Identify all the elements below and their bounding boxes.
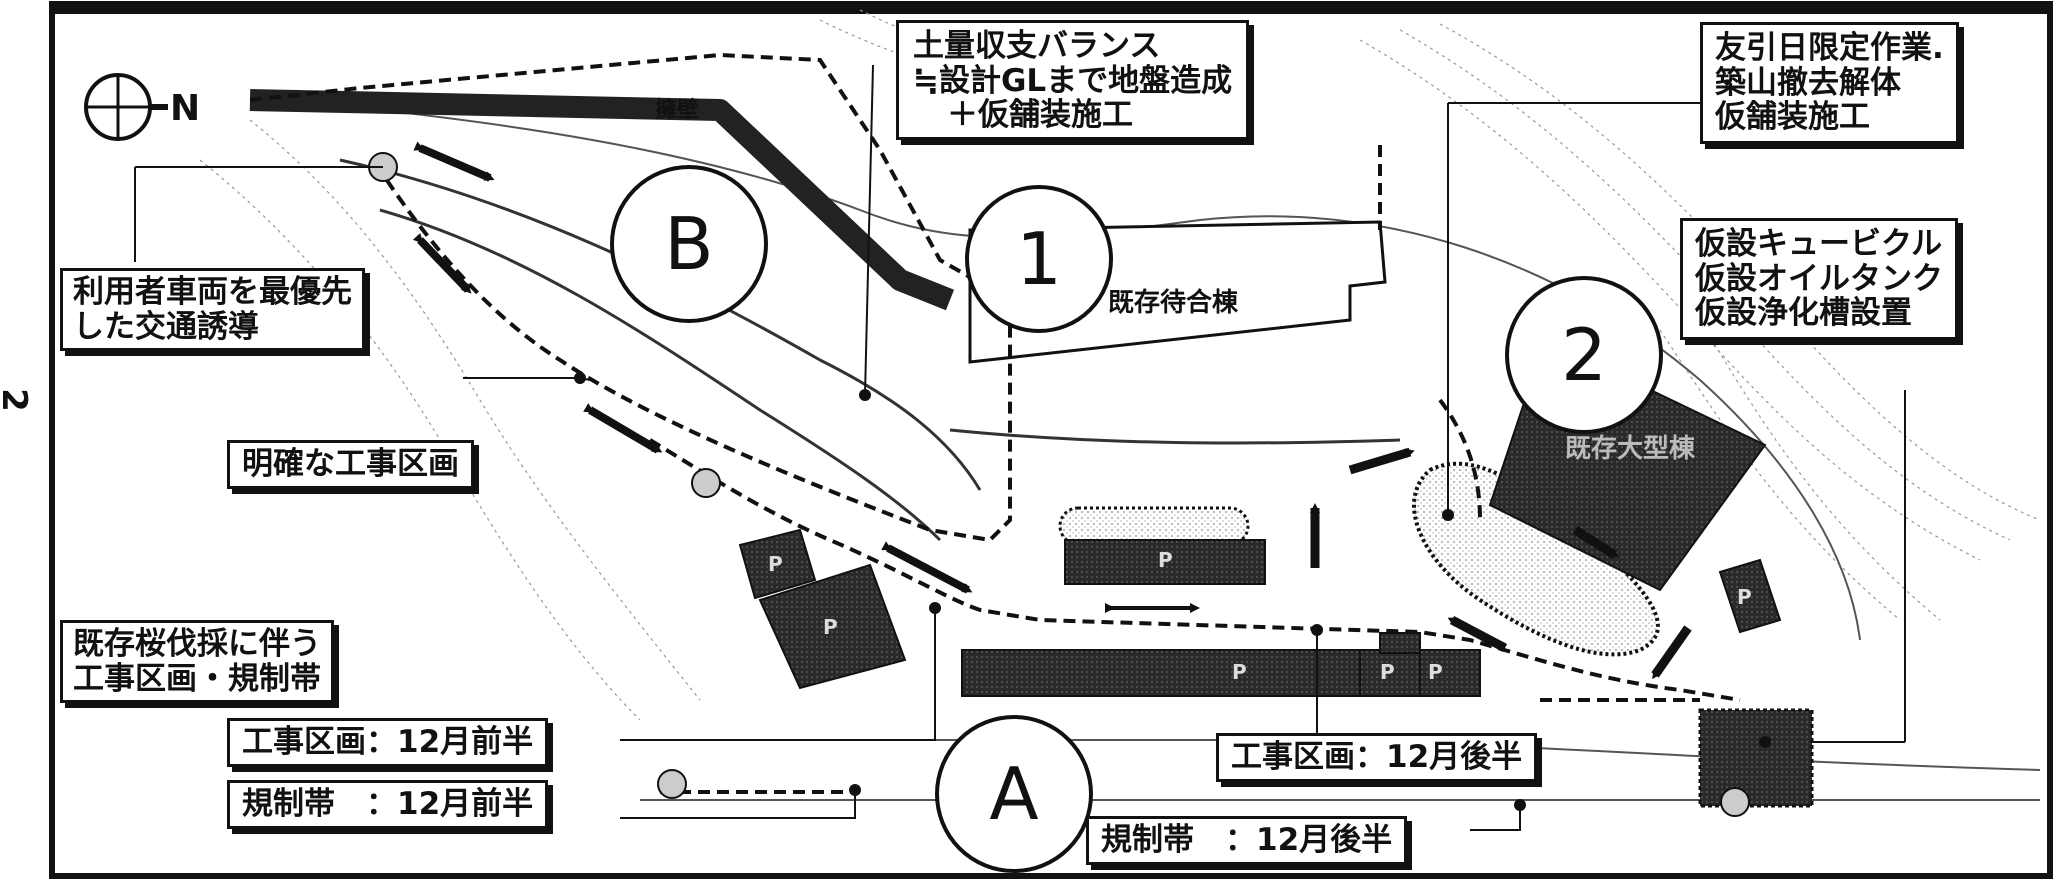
zone-1-marker: 1 <box>965 185 1113 333</box>
callout-reg-first-half-text: 規制帯 ：12月前半 <box>242 786 534 822</box>
callout-cherry: 既存桜伐採に伴う 工事区画・規制帯 <box>60 620 334 704</box>
callout-temp-facilities-line3: 仮設浄化槽設置 <box>1695 295 1912 332</box>
parking-label: P <box>1380 660 1395 684</box>
zone-b-marker: B <box>610 165 768 323</box>
callout-traffic-line2: した交通誘導 <box>73 308 259 345</box>
compass-icon <box>84 73 168 141</box>
callout-cherry-line1: 既存桜伐採に伴う <box>73 626 321 662</box>
callout-clear-zone: 明確な工事区画 <box>227 440 474 489</box>
callout-earthwork-line2: ≒設計GLまで地盤造成 <box>913 62 1233 99</box>
callout-cherry-line2: 工事区画・規制帯 <box>73 660 321 697</box>
callout-earthwork-line1: 土量収支バランス <box>913 28 1161 64</box>
parking-label: P <box>1232 660 1247 684</box>
callout-temp-facilities-line2: 仮設オイルタンク <box>1695 260 1943 297</box>
arrow-down-left <box>1651 625 1692 680</box>
north-label: N <box>170 88 201 129</box>
arrow-right <box>1348 447 1415 475</box>
arrow-turn <box>1572 526 1620 559</box>
callout-zone-second-half: 工事区画：12月後半 <box>1216 733 1538 782</box>
page-number: 2 <box>0 388 34 412</box>
parking-areas <box>738 528 1814 808</box>
arrow-double-2 <box>412 232 472 294</box>
retaining-wall <box>249 89 955 311</box>
parking-label: P <box>768 552 783 576</box>
callout-reg-second-half: 規制帯 ：12月後半 <box>1086 816 1408 865</box>
retaining-wall-label: 擁壁 <box>655 98 700 123</box>
callout-limited-day-line2: 築山撤去解体 <box>1715 64 1901 101</box>
leader-lines <box>134 64 1906 831</box>
callout-limited-day-line1: 友引日限定作業. <box>1715 30 1944 66</box>
callout-limited-day-line3: 仮舗装施工 <box>1715 99 1870 136</box>
callout-zone-first-half-text: 工事区画：12月前半 <box>242 724 534 760</box>
arrow-double-1 <box>413 141 495 182</box>
island <box>1058 506 1250 546</box>
zone-a-marker: A <box>935 715 1093 873</box>
arrow-left <box>1447 616 1508 652</box>
callout-zone-second-half-text: 工事区画：12月後半 <box>1231 739 1523 775</box>
zone-2-marker: 2 <box>1505 276 1663 434</box>
callout-clear-zone-text: 明確な工事区画 <box>242 446 459 482</box>
callout-traffic-line1: 利用者車両を最優先 <box>73 274 352 310</box>
callout-reg-first-half: 規制帯 ：12月前半 <box>227 780 549 829</box>
arrow-double-3 <box>583 403 663 454</box>
callout-temp-facilities: 仮設キュービクル 仮設オイルタンク 仮設浄化槽設置 <box>1680 218 1958 341</box>
callout-traffic: 利用者車両を最優先 した交通誘導 <box>60 268 365 352</box>
arrow-double-4 <box>881 541 973 594</box>
road-lines <box>339 158 1401 542</box>
callout-zone-first-half: 工事区画：12月前半 <box>227 718 549 767</box>
callout-earthwork: 土量収支バランス ≒設計GLまで地盤造成 ＋仮舗装施工 <box>896 20 1250 141</box>
parking-label: P <box>1158 548 1173 572</box>
callout-temp-facilities-line1: 仮設キュービクル <box>1695 226 1943 262</box>
parking-label: P <box>1428 660 1443 684</box>
existing-other-building-label: 既存大型棟 <box>1565 434 1696 464</box>
callout-limited-day: 友引日限定作業. 築山撤去解体 仮舗装施工 <box>1700 22 1959 145</box>
callout-earthwork-line3: ＋仮舗装施工 <box>947 97 1133 134</box>
traffic-arrows <box>412 141 973 594</box>
leader-dots <box>574 372 1771 811</box>
one-way-arrows <box>1310 447 1692 680</box>
callout-reg-second-half-text: 規制帯 ：12月後半 <box>1101 822 1393 858</box>
existing-waiting-building-label: 既存待合棟 <box>1108 288 1239 318</box>
parking-label: P <box>823 615 838 639</box>
parking-label: P <box>1737 585 1752 609</box>
